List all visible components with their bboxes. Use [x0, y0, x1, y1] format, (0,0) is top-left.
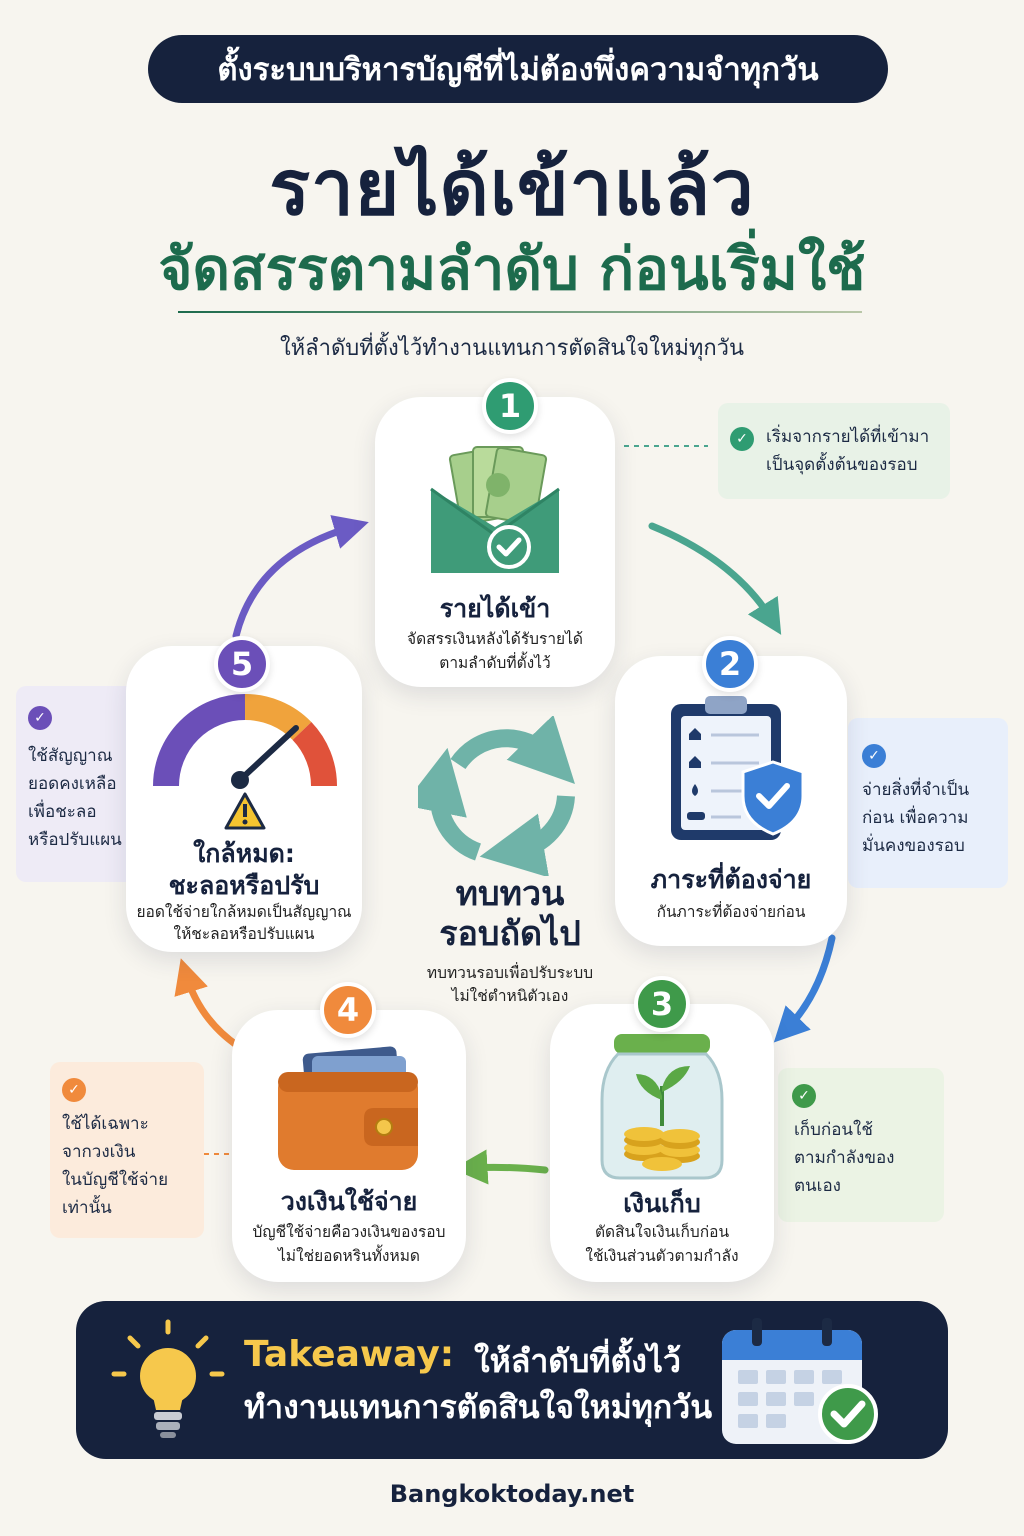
step-4-number: 4 [320, 982, 376, 1038]
step-2-number: 2 [702, 636, 758, 692]
cycle-arrows-icon [418, 716, 575, 876]
step-card-4: วงเงินใช้จ่าย บัญชีใช้จ่ายคือวงเงินของรอ… [232, 1010, 466, 1282]
step-card-3: เงินเก็บ ตัดสินใจเงินเก็บก่อน ใช้เงินส่ว… [550, 1004, 774, 1282]
gauge-warning-icon [153, 693, 338, 830]
center-desc: ทบทวนรอบเพื่อปรับระบบ ไม่ใช่ตำหนิตัวเอง [426, 964, 594, 1005]
check-icon: ✓ [862, 744, 886, 768]
envelope-money-icon [430, 446, 560, 573]
step-1-desc-1: จัดสรรเงินหลังได้รับรายได้ [406, 630, 583, 648]
arrow-2-to-3 [773, 934, 836, 1043]
takeaway-label: Takeaway: [244, 1334, 455, 1375]
step-3-title: เงินเก็บ [623, 1189, 701, 1218]
step-3-desc-1: ตัดสินใจเงินเก็บก่อน [594, 1223, 730, 1241]
arrow-3-to-4 [452, 1149, 549, 1185]
takeaway-line-1: ให้ลำดับที่ตั้งไว้ [474, 1342, 681, 1380]
step-5-number: 5 [214, 636, 270, 692]
note-step-2: ✓ จ่ายสิ่งที่จำเป็น ก่อน เพื่อความ มั่นค… [848, 718, 1008, 888]
note-step-5: ✓ ใช้สัญญาณ ยอดคงเหลือ เพื่อชะลอ หรือปรั… [16, 686, 140, 882]
page-title: รายได้เข้าแล้ว [269, 143, 755, 232]
note-step-4: ✓ ใช้ได้เฉพาะ จากวงเงิน ในบัญชีใช้จ่าย เ… [50, 1062, 204, 1238]
center-title: ทบทวน รอบถัดไป [439, 874, 581, 954]
coin-jar-plant-icon [600, 1034, 724, 1180]
step-5-desc-1: ยอดใช้จ่ายใกล้หมดเป็นสัญญาณ [136, 903, 352, 921]
arrow-1-to-2 [648, 522, 782, 635]
calendar-check-icon [722, 1318, 878, 1444]
step-3-desc-2: ใช้เงินส่วนตัวตามกำลัง [585, 1247, 739, 1265]
step-2-desc-1: กันภาระที่ต้องจ่ายก่อน [656, 903, 806, 921]
check-icon: ✓ [62, 1078, 86, 1102]
step-4-title: วงเงินใช้จ่าย [280, 1187, 418, 1216]
lightbulb-icon [111, 1319, 225, 1438]
wallet-icon [278, 1046, 418, 1170]
step-3-number: 3 [634, 976, 690, 1032]
step-4-desc-2: ไม่ใช่ยอดหรินทั้งหมด [278, 1247, 420, 1265]
step-card-5: ใกล้หมด: ชะลอหรือปรับ ยอดใช้จ่ายใกล้หมดเ… [126, 646, 362, 952]
check-icon: ✓ [792, 1084, 816, 1108]
footer-site: Bangkoktoday.net [389, 1480, 635, 1508]
step-card-1: รายได้เข้า จัดสรรเงินหลังได้รับรายได้ ตา… [375, 397, 615, 687]
arrow-4-to-5 [174, 958, 242, 1050]
step-1-title: รายได้เข้า [439, 594, 551, 623]
step-1-number: 1 [482, 378, 538, 434]
page-subtitle: ให้ลำดับที่ตั้งไว้ทำงานแทนการตัดสินใจใหม… [279, 336, 745, 361]
note-step-3: ✓ เก็บก่อนใช้ ตามกำลังของ ตนเอง [778, 1068, 944, 1222]
step-4-desc-1: บัญชีใช้จ่ายคือวงเงินของรอบ [252, 1223, 446, 1241]
note-step-1: ✓ เริ่มจากรายได้ที่เข้ามา เป็นจุดตั้งต้น… [718, 403, 950, 499]
step-card-2: ภาระที่ต้องจ่าย กันภาระที่ต้องจ่ายก่อน [615, 656, 847, 946]
step-1-desc-2: ตามลำดับที่ตั้งไว้ [439, 654, 551, 672]
step-5-title-1: ใกล้หมด: [193, 839, 295, 868]
check-icon: ✓ [28, 706, 52, 730]
step-5-desc-2: ให้ชะลอหรือปรับแผน [173, 925, 315, 943]
cycle-flow-arrows [174, 445, 836, 1185]
step-2-title: ภาระที่ต้องจ่าย [650, 865, 812, 894]
step-5-title-2: ชะลอหรือปรับ [168, 871, 320, 900]
title-divider [178, 311, 862, 313]
check-icon: ✓ [730, 427, 754, 451]
clipboard-shield-icon [671, 696, 805, 840]
arrow-5-to-1 [232, 515, 369, 640]
header-banner: ตั้งระบบบริหารบัญชีที่ไม่ต้องพึ่งความจำท… [148, 35, 888, 103]
page-title-secondary: จัดสรรตามลำดับ ก่อนเริ่มใช้ [158, 235, 866, 303]
takeaway-line-2: ทำงานแทนการตัดสินใจใหม่ทุกวัน [244, 1388, 713, 1426]
